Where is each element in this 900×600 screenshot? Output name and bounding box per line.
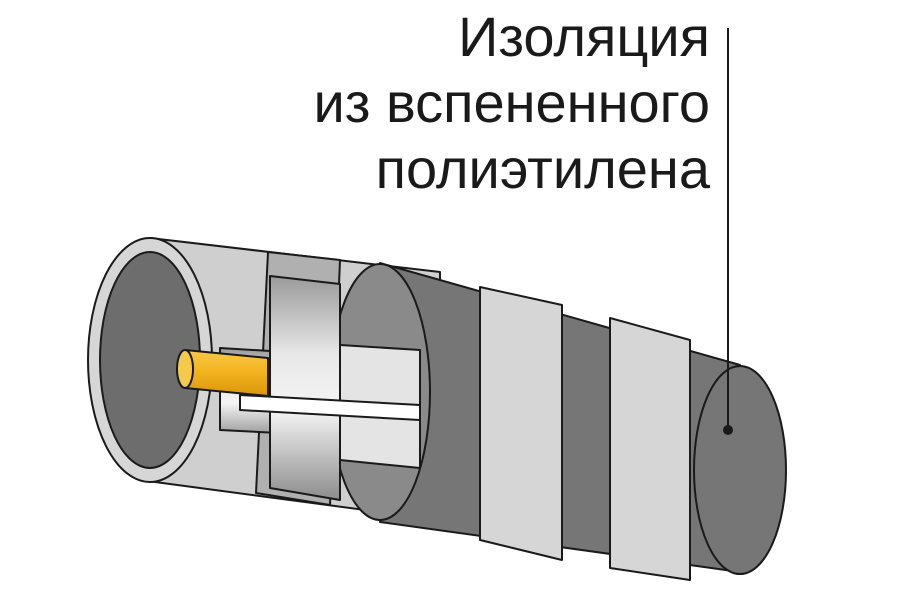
- foam-insulation: [329, 262, 787, 581]
- metal-screen: [219, 275, 421, 501]
- insulation-stripe-1: [479, 286, 563, 561]
- callout-leader: [723, 28, 733, 435]
- callout-label: Изоляция из вспененного полиэтилена: [313, 5, 710, 200]
- callout-line-3: полиэтилена: [376, 137, 711, 200]
- center-conductor: [176, 349, 269, 397]
- callout-line-1: Изоляция: [458, 5, 710, 68]
- leader-dot: [723, 425, 733, 435]
- insulation-stripe-2: [609, 317, 691, 581]
- callout-line-2: из вспененного: [313, 71, 710, 134]
